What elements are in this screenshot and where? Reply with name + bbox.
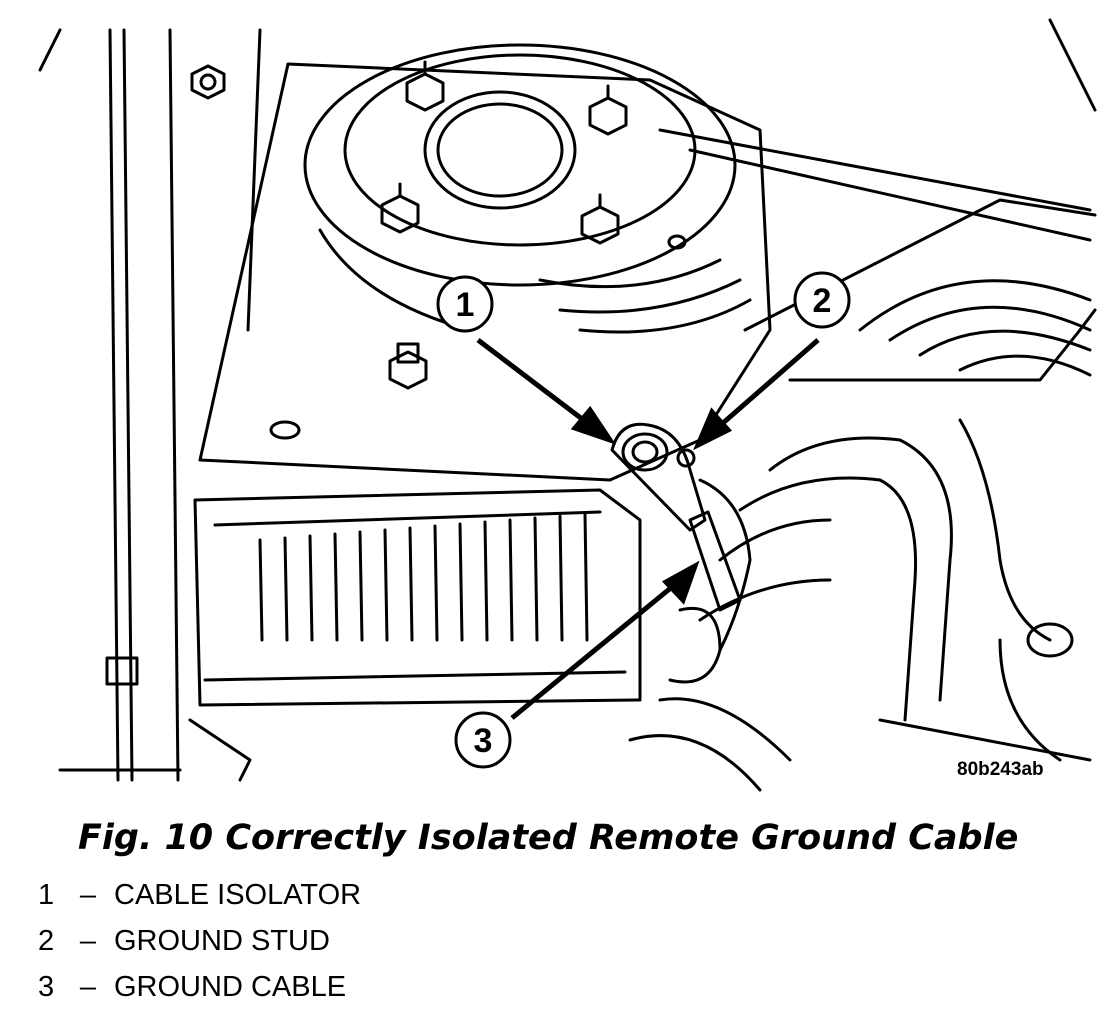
air-cleaner-housing — [188, 488, 642, 782]
legend-label: GROUND STUD — [114, 925, 330, 957]
intake-hoses — [628, 418, 1092, 792]
svg-text:3: 3 — [474, 722, 493, 760]
engine-bay-illustration: 1 2 3 80b243ab — [38, 18, 1097, 792]
callout-arrows — [476, 338, 820, 720]
arrow-head-3 — [661, 560, 700, 605]
legend-number: 3 — [38, 971, 55, 1003]
legend-item: 3–GROUND CABLE — [38, 964, 361, 1010]
mounting-nuts — [190, 60, 628, 390]
legend-item: 2–GROUND STUD — [38, 918, 361, 964]
shock-tower-plate — [198, 43, 772, 482]
legend-label: GROUND CABLE — [114, 971, 347, 1003]
svg-text:2: 2 — [813, 282, 832, 320]
legend-number: 2 — [38, 925, 55, 957]
ground-cable-assembly — [610, 422, 752, 684]
legend-dash: – — [79, 879, 97, 911]
legend-dash: – — [79, 925, 97, 957]
figure-code: 80b243ab — [957, 759, 1044, 780]
arrow-head-2 — [693, 407, 733, 451]
fender-edge-lines — [38, 28, 262, 782]
svg-text:1: 1 — [456, 286, 475, 324]
callout-legend: 1–CABLE ISOLATOR 2–GROUND STUD 3–GROUND … — [38, 872, 361, 1010]
arrow-head-1 — [570, 405, 617, 445]
legend-item: 1–CABLE ISOLATOR — [38, 872, 361, 918]
upper-right-bracket — [658, 18, 1097, 382]
figure-caption: Fig. 10 Correctly Isolated Remote Ground… — [78, 818, 1019, 858]
legend-dash: – — [79, 971, 97, 1003]
callout-2: 2 — [793, 271, 851, 329]
callout-1: 1 — [436, 275, 494, 333]
legend-label: CABLE ISOLATOR — [114, 879, 362, 911]
callout-3: 3 — [454, 711, 512, 769]
legend-number: 1 — [38, 879, 55, 911]
